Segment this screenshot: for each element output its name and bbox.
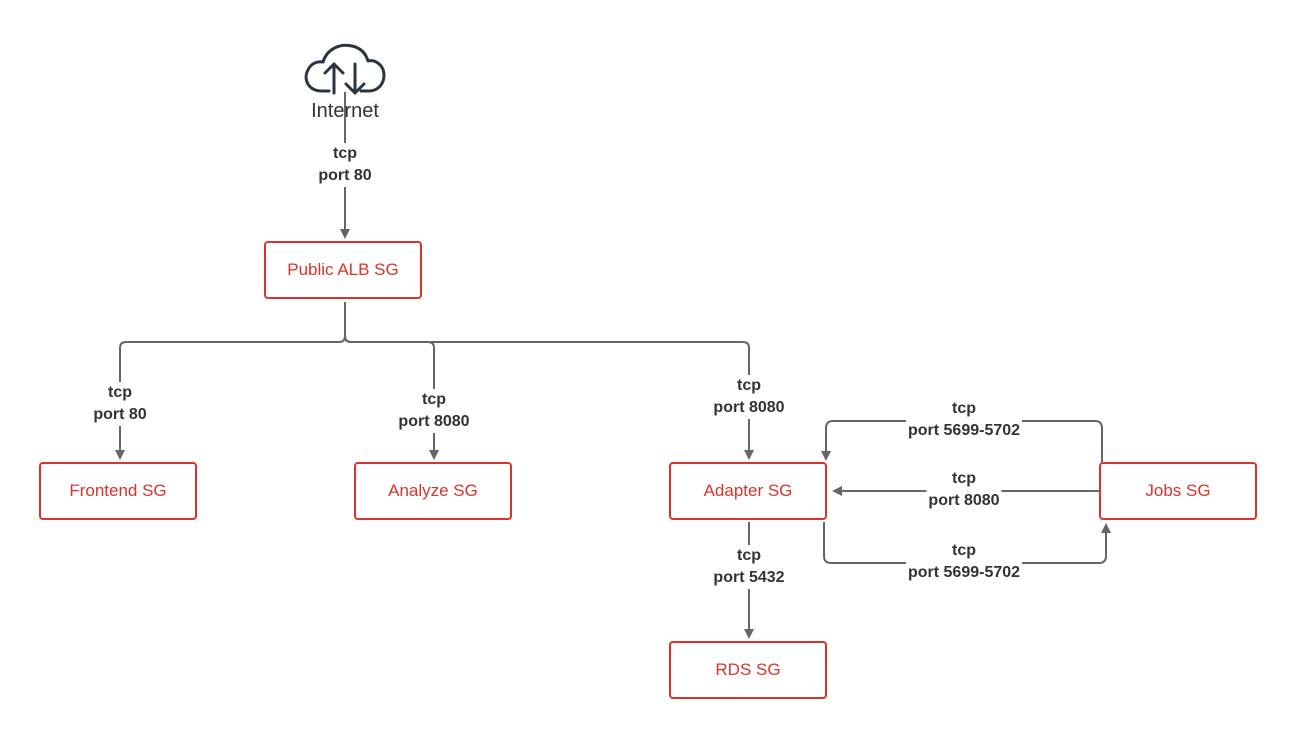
edge-protocol: tcp [333,145,357,162]
edge-protocol: tcp [736,377,761,394]
edge-label-adapter-to-jobs-bottom: tcp port 5699-5702 [905,540,1023,584]
edge-port: port 8080 [713,399,785,416]
edge-port: port 8080 [398,413,470,430]
edge-port: port 5699-5702 [907,422,1021,439]
edge-protocol: tcp [108,384,132,401]
edge-label-adapter-to-rds: tcp port 5432 [711,545,787,589]
edge-protocol: tcp [952,542,976,559]
edge-protocol: tcp [421,391,446,408]
connector-alb-to-frontend [115,335,346,460]
edge-port: port 8080 [928,492,1000,509]
edge-port: port 80 [318,167,372,184]
jobs-sg-node[interactable]: Jobs SG [1099,462,1257,520]
edge-port: port 5432 [713,569,785,586]
edge-protocol: tcp [951,470,976,487]
edge-protocol: tcp [952,400,976,417]
edge-label-alb-to-adapter: tcp port 8080 [711,375,787,419]
edge-protocol: tcp [736,547,761,564]
cloud-upload-download-icon [304,43,386,95]
edge-label-internet-to-alb: tcp port 80 [316,143,374,187]
public-alb-sg-node[interactable]: Public ALB SG [264,241,422,299]
analyze-sg-node[interactable]: Analyze SG [354,462,512,520]
edge-port: port 80 [93,406,147,423]
connector-alb-to-adapter [344,335,754,460]
edge-label-jobs-to-adapter-middle: tcp port 8080 [926,468,1002,512]
rds-sg-node[interactable]: RDS SG [669,641,827,699]
adapter-sg-node[interactable]: Adapter SG [669,462,827,520]
edge-label-alb-to-analyze: tcp port 8080 [396,389,472,433]
frontend-sg-node[interactable]: Frontend SG [39,462,197,520]
edge-label-alb-to-frontend: tcp port 80 [91,382,149,426]
edge-port: port 5699-5702 [907,564,1021,581]
internet-label: Internet [311,100,379,122]
edge-label-jobs-to-adapter-top: tcp port 5699-5702 [905,398,1023,442]
